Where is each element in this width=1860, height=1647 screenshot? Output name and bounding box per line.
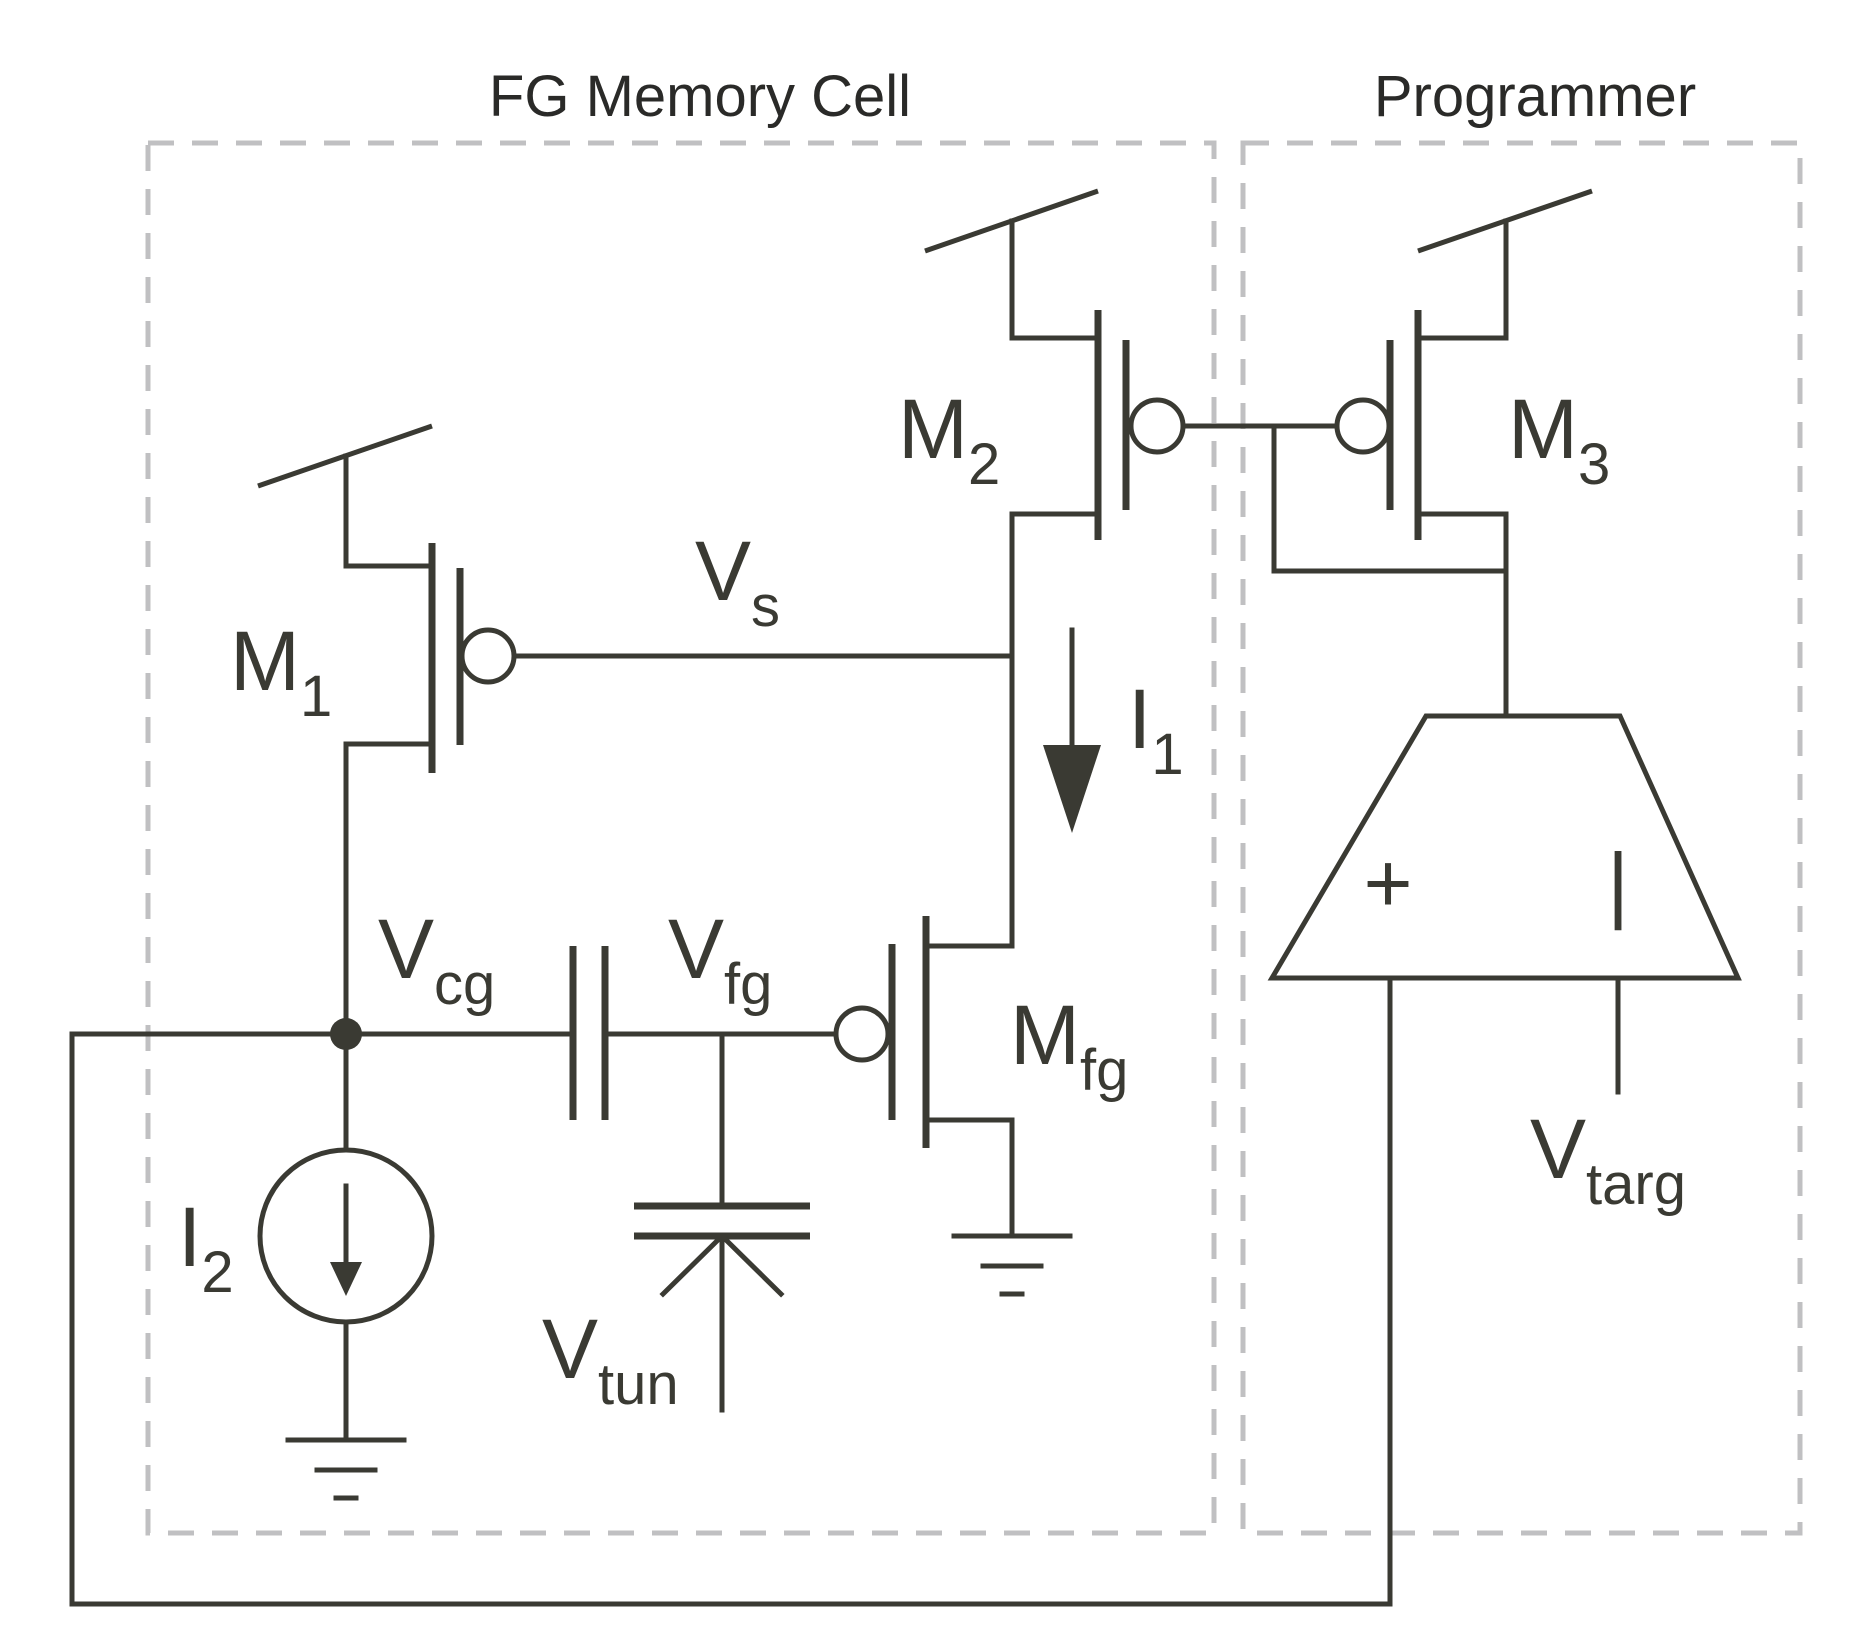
vcg-label: Vcg [378, 902, 495, 1017]
current-source-i2 [257, 1031, 435, 1443]
amplifier-minus-label: | [1607, 836, 1629, 930]
m3-label: M3 [1508, 382, 1610, 497]
programmer-title: Programmer [1374, 64, 1696, 129]
m2-label: M2 [898, 382, 1000, 497]
vfg-label: Vfg [668, 902, 772, 1017]
i1-arrow [1043, 627, 1101, 833]
ground-symbol-i2 [285, 1437, 407, 1501]
i1-label: I1 [1128, 672, 1184, 787]
transistor-m1 [257, 423, 517, 1037]
transistor-m3 [1271, 188, 1593, 719]
programming-amplifier: + | [1267, 713, 1742, 1095]
programmer-box [1240, 140, 1803, 1536]
m1-label: M1 [230, 614, 332, 729]
control-gate-capacitor [569, 946, 609, 1120]
vtarg-label: Vtarg [1530, 1102, 1686, 1217]
i2-label: I2 [178, 1190, 234, 1305]
ground-symbol-mfg [951, 1233, 1073, 1297]
amplifier-plus-label: + [1363, 836, 1412, 930]
mfg-label: Mfg [1010, 988, 1128, 1103]
fg-memory-cell-box [145, 140, 1217, 1536]
vtun-label: Vtun [542, 1302, 679, 1417]
vs-label: Vs [695, 524, 780, 639]
transistor-m2 [923, 188, 1186, 949]
fg-memory-cell-title: FG Memory Cell [489, 64, 911, 129]
tunneling-capacitor [634, 1031, 810, 1413]
transistor-mfg [833, 916, 1015, 1239]
feedback-net [69, 975, 1393, 1607]
